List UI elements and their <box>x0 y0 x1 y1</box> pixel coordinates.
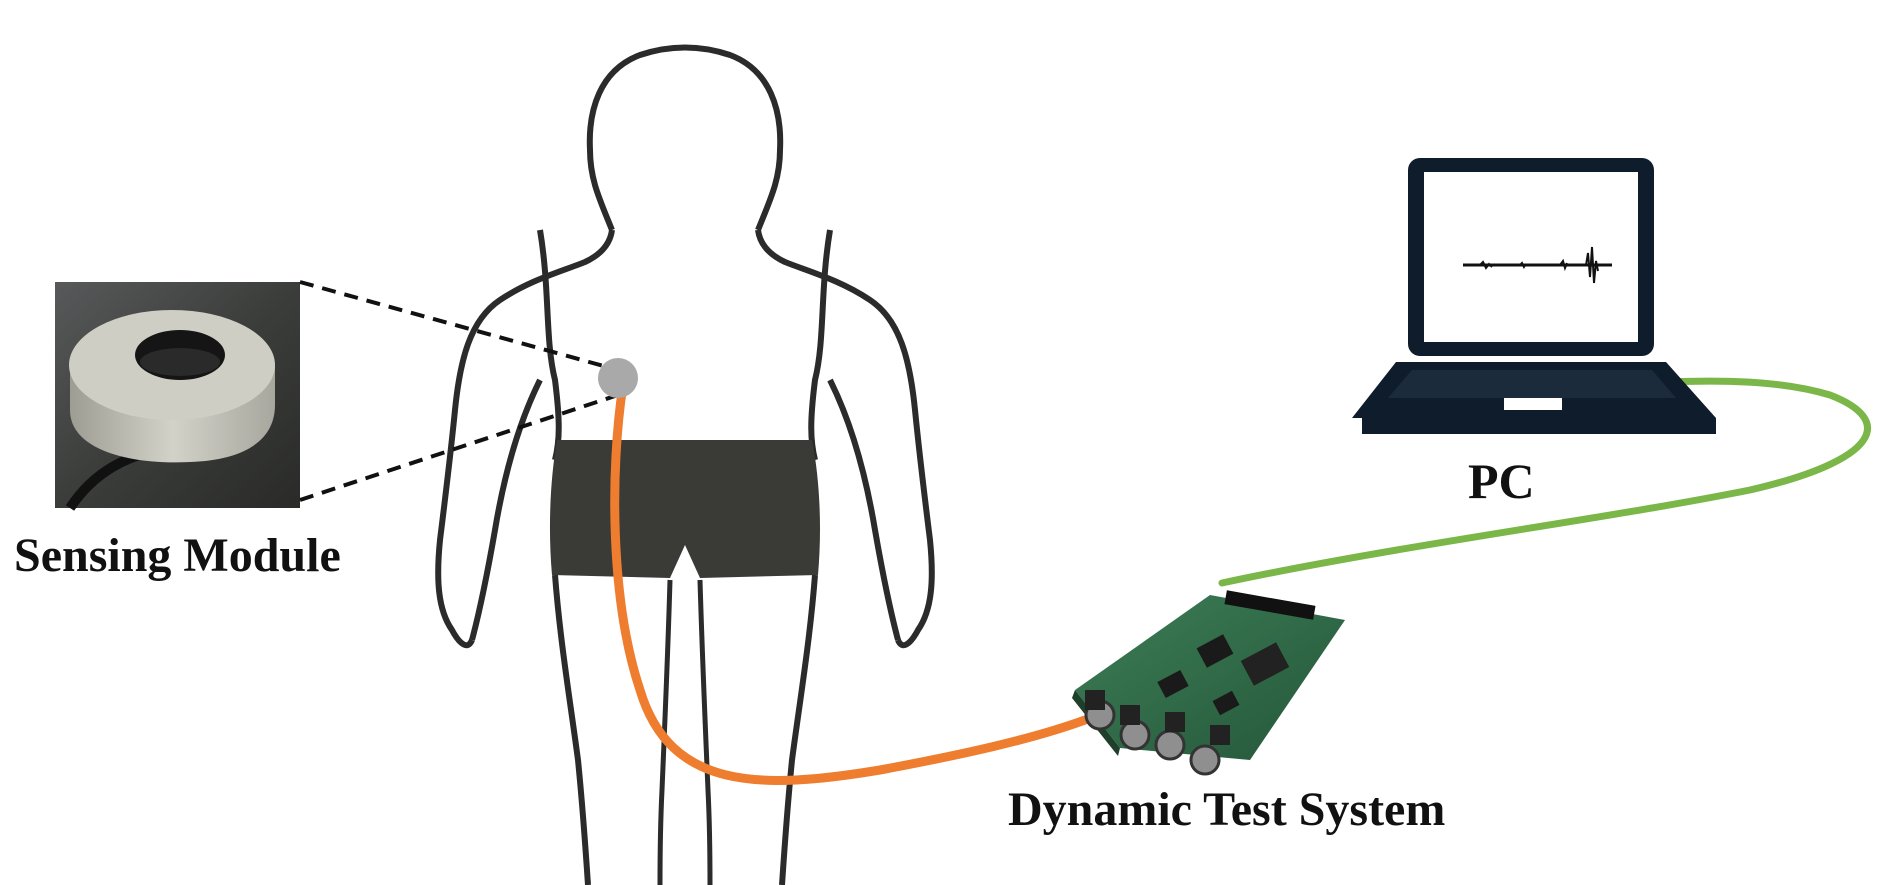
shorts-shape <box>549 440 820 578</box>
daq-board <box>1072 590 1345 776</box>
orange-cable <box>610 380 1090 785</box>
dynamic-test-system-label: Dynamic Test System <box>1008 783 1446 836</box>
leader-line-top <box>299 280 619 372</box>
sensing-module-label: Sensing Module <box>14 529 341 582</box>
laptop-icon <box>1352 158 1716 434</box>
human-body-back-silhouette-icon <box>435 44 935 885</box>
sensing-module-photo <box>55 282 300 511</box>
pc-label: PC <box>1468 453 1535 509</box>
leader-line-bottom <box>299 393 619 502</box>
green-cable <box>1218 377 1871 587</box>
sensor-dot-icon <box>598 358 638 398</box>
